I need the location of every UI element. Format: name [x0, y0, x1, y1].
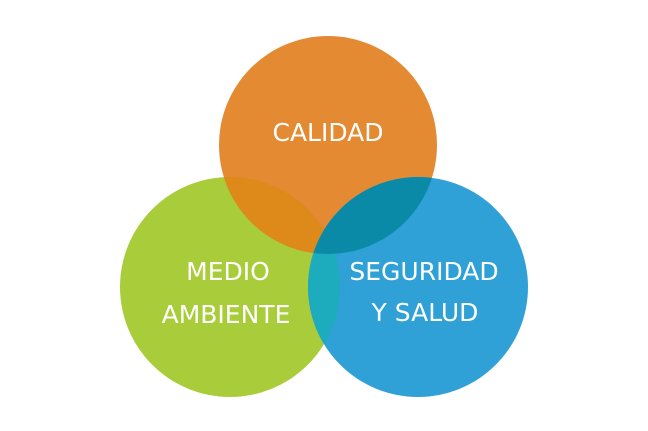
- overlap-calidad-seguridad: [308, 177, 437, 254]
- label-ambiente: AMBIENTE: [162, 300, 291, 329]
- label-seguridad: SEGURIDAD: [349, 257, 498, 286]
- label-medio: MEDIO: [186, 257, 270, 286]
- label-y-salud: Y SALUD: [371, 298, 479, 327]
- label-calidad: CALIDAD: [272, 118, 383, 147]
- overlap-calidad-medio-ambiente: [219, 177, 340, 254]
